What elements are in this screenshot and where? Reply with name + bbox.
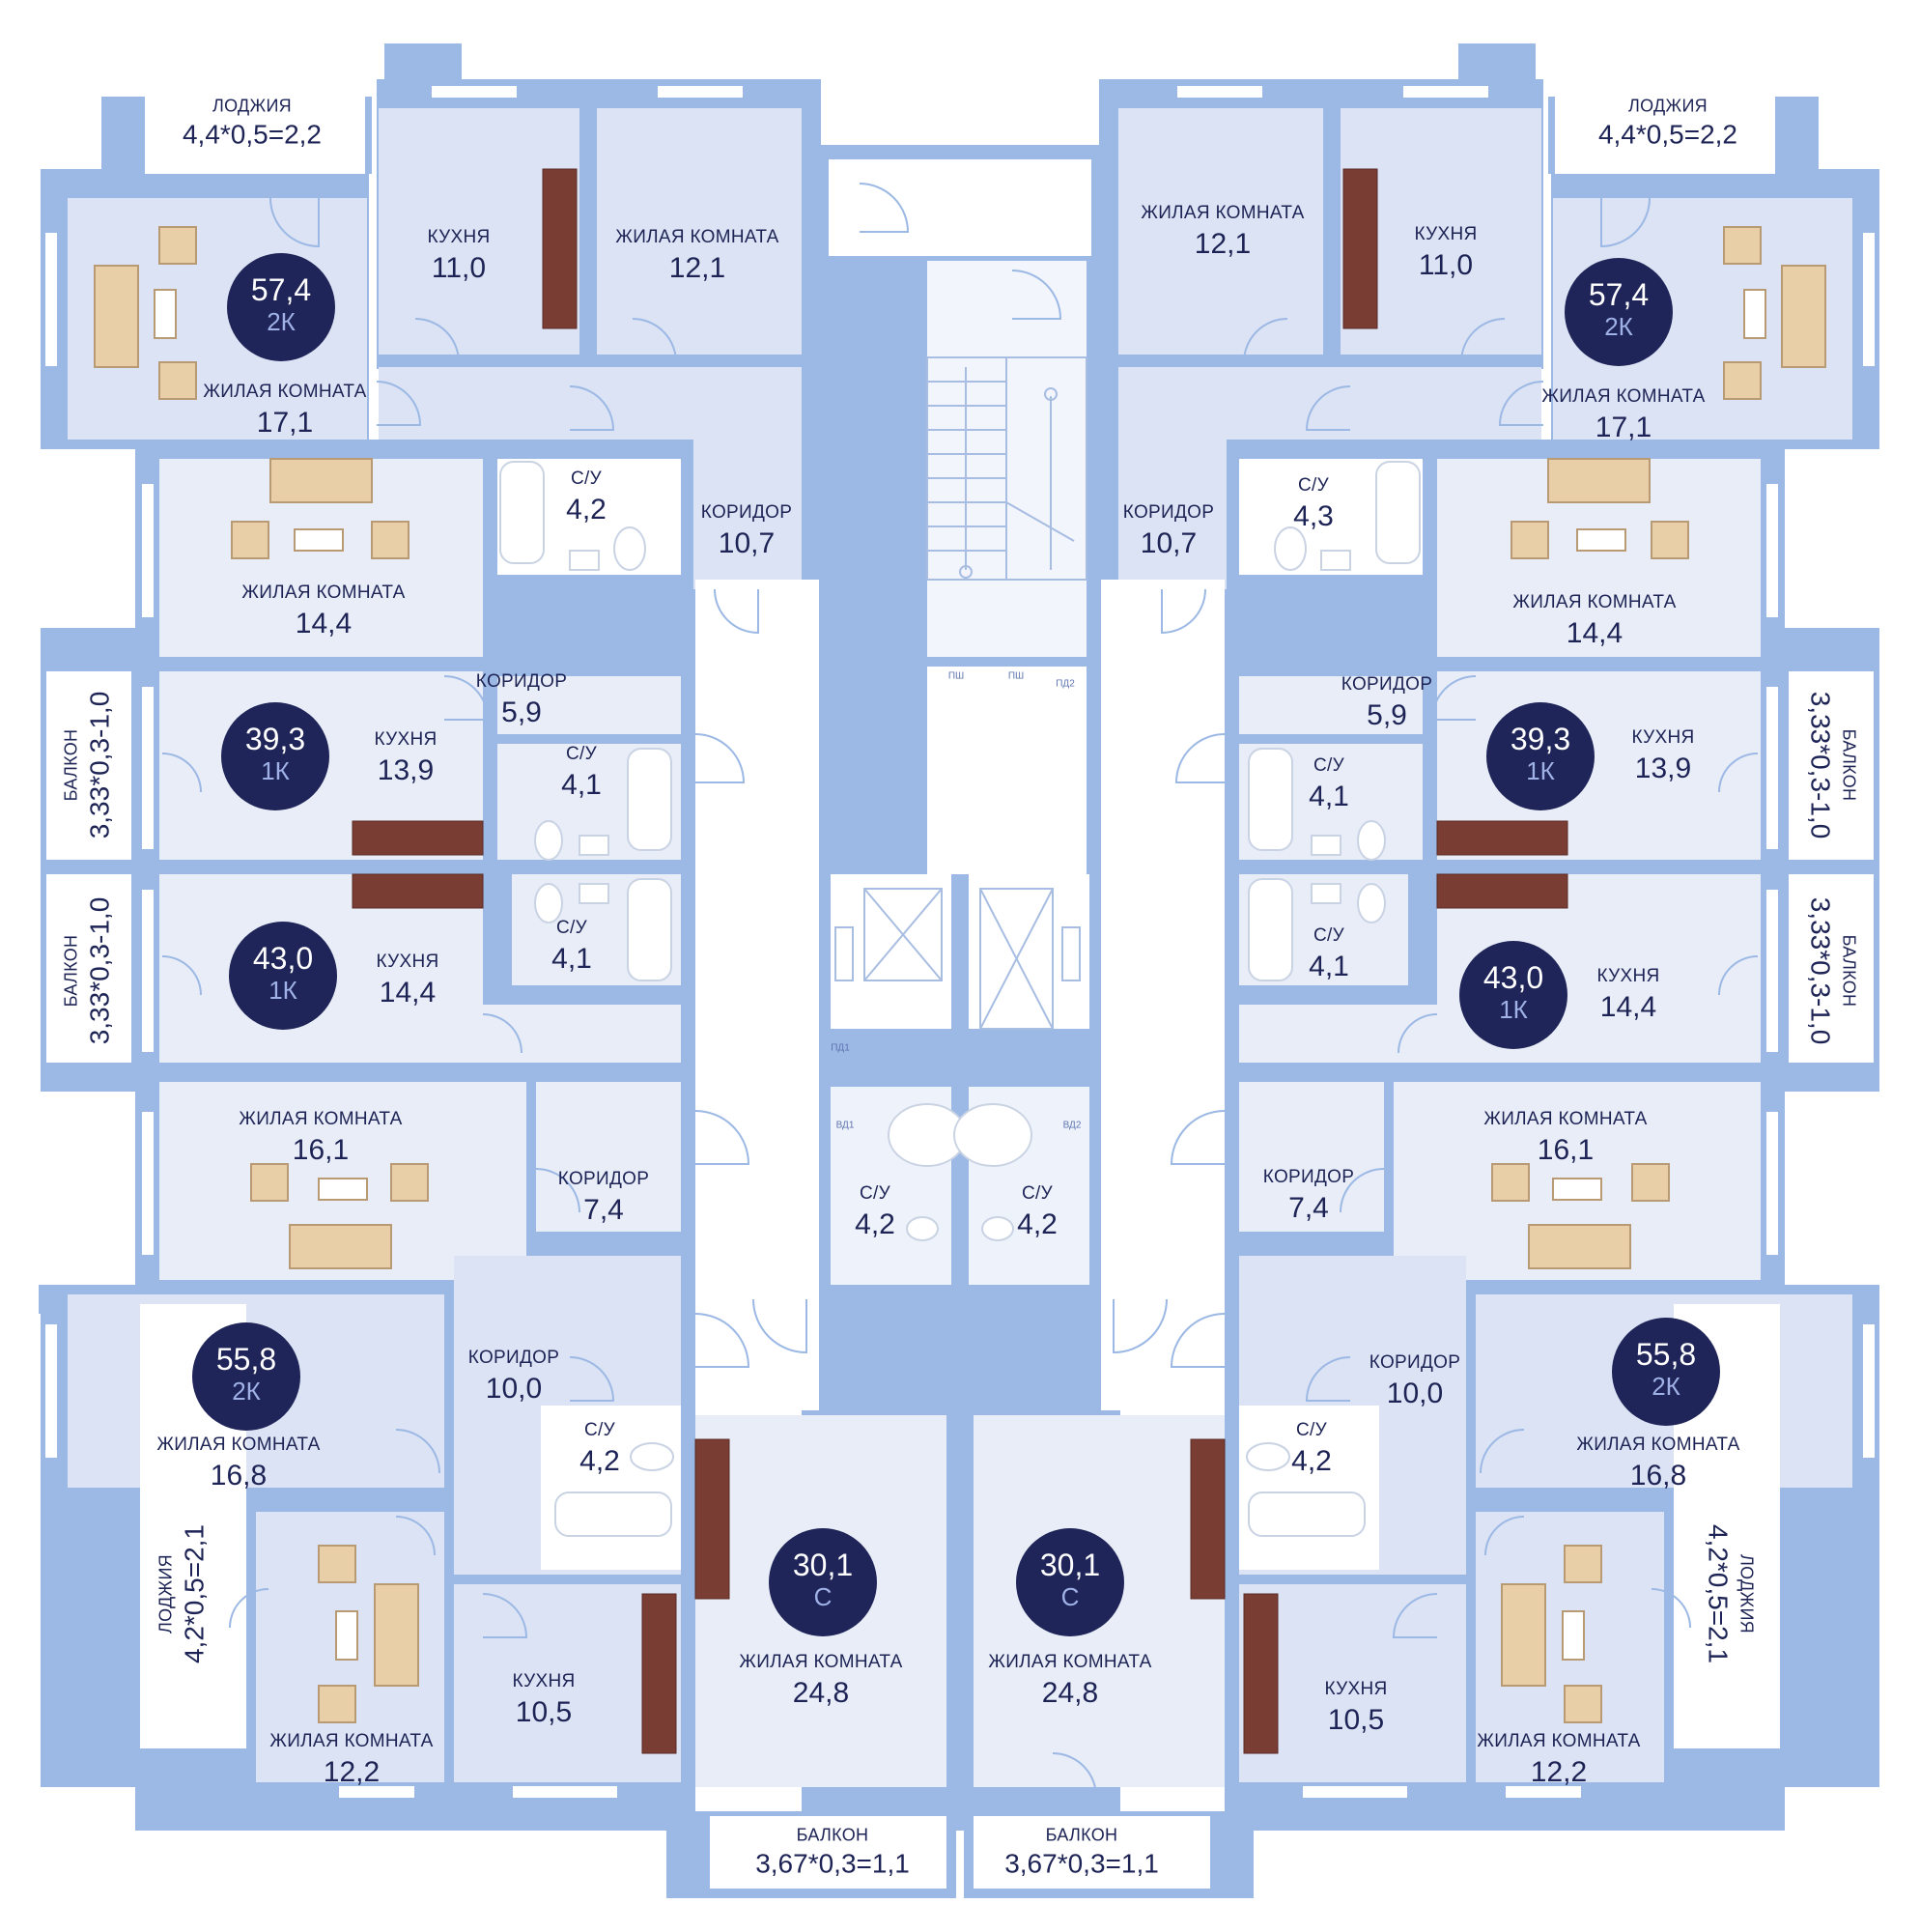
tag-pw-1: ПШ	[947, 670, 965, 682]
tag-pd2: ПД2	[1056, 678, 1075, 690]
tag-pd1: ПД1	[831, 1042, 850, 1054]
tag-pw-2: ПШ	[1007, 670, 1025, 682]
kitchen-units	[352, 168, 1568, 1754]
tag-vd1: ВД1	[835, 1120, 855, 1131]
furniture	[94, 226, 1826, 1723]
windows	[43, 84, 1877, 1800]
bath-fixtures	[499, 461, 1421, 1537]
doors	[161, 183, 1759, 1798]
tag-vd2: ВД2	[1062, 1120, 1082, 1131]
stair-and-lifts	[834, 356, 1087, 1030]
